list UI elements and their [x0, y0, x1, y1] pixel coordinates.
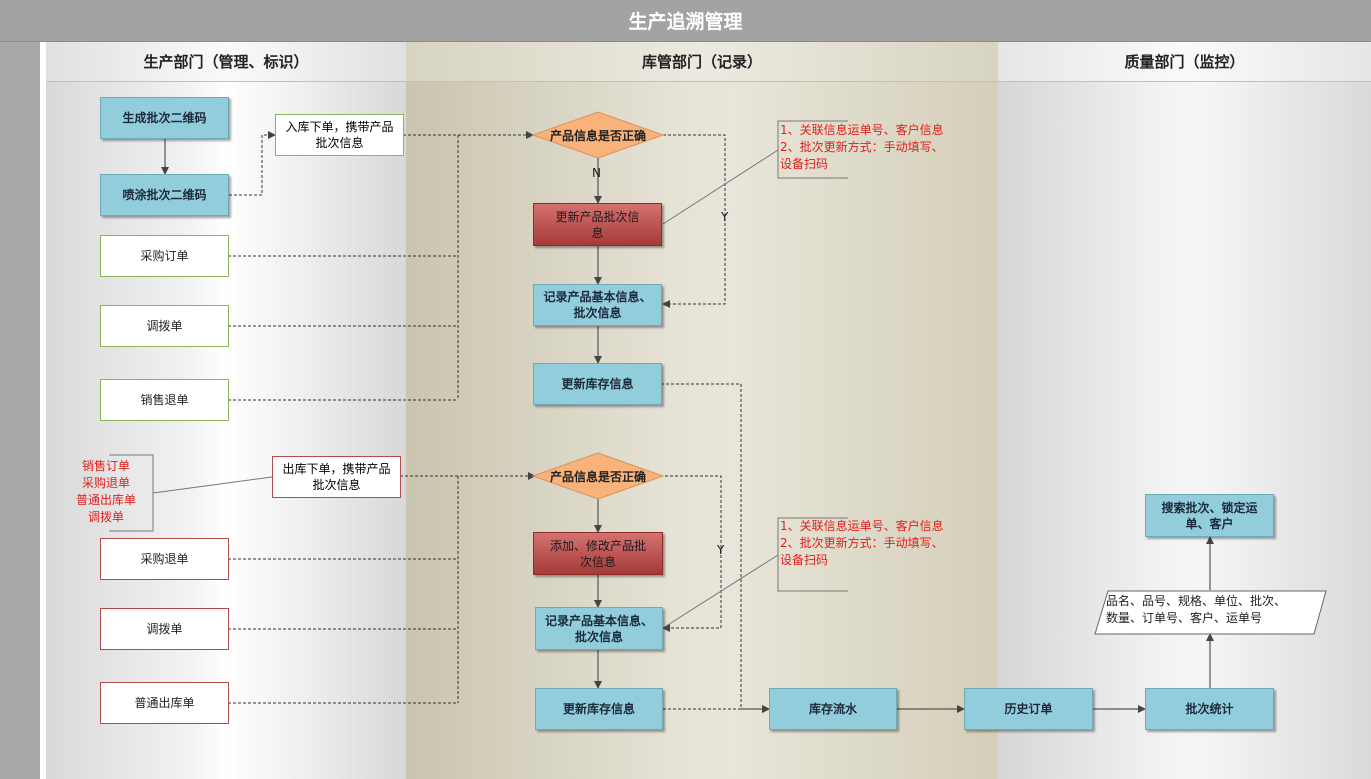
check-out-label: 产品信息是否正确: [549, 469, 646, 484]
red-note-1-line: 2、批次更新方式：手动填写、: [780, 140, 944, 154]
normal-out-node[interactable]: 普通出库单: [100, 682, 229, 724]
fields-line: 数量、订单号、客户、运单号: [1106, 611, 1263, 625]
fields-line: 品名、品号、规格、单位、批次、: [1106, 594, 1287, 608]
record-out-node[interactable]: 记录产品基本信息、批次信息: [535, 607, 663, 650]
callout-line-1: [662, 149, 779, 225]
update-stock-in-node[interactable]: 更新库存信息: [533, 363, 662, 405]
label-y-out: Y: [717, 543, 725, 557]
fields-label: 品名、品号、规格、单位、批次、 数量、订单号、客户、运单号: [1106, 593, 1286, 627]
parallelogram-fields: [1094, 590, 1327, 635]
red-note-2-line: 1、关联信息运单号、客户信息: [780, 519, 944, 533]
transfer-out-node[interactable]: 调拨单: [100, 608, 229, 650]
search-node[interactable]: 搜索批次、锁定运单、客户: [1145, 494, 1274, 537]
outbound-source-item: 采购退单: [81, 476, 130, 490]
modify-batch-node[interactable]: 添加、修改产品批次信息: [533, 532, 663, 575]
history-orders-node[interactable]: 历史订单: [964, 688, 1093, 730]
outbound-sources-note: 销售订单 采购退单 普通出库单 调拨单: [60, 458, 152, 526]
lane-header-production: 生产部门（管理、标识）: [46, 42, 406, 82]
left-margin-bar: [0, 42, 43, 779]
red-note-2: 1、关联信息运单号、客户信息 2、批次更新方式：手动填写、 设备扫码: [780, 518, 944, 569]
batch-stats-node[interactable]: 批次统计: [1145, 688, 1274, 730]
inbound-note: 入库下单，携带产品批次信息: [275, 114, 404, 156]
red-note-1-line: 1、关联信息运单号、客户信息: [780, 123, 944, 137]
outbound-source-item: 普通出库单: [75, 493, 136, 507]
update-batch-node[interactable]: 更新产品批次信息: [533, 203, 662, 246]
lane-quality: 质量部门（监控）: [998, 42, 1371, 779]
outbound-note: 出库下单，携带产品批次信息: [272, 456, 401, 498]
purchase-order-node[interactable]: 采购订单: [100, 235, 229, 277]
callout-line-outbound: [152, 476, 273, 494]
callout-bracket-2: [777, 517, 848, 592]
outbound-source-item: 销售订单: [81, 459, 130, 473]
transfer-in-node[interactable]: 调拨单: [100, 305, 229, 347]
spray-qr-node[interactable]: 喷涂批次二维码: [100, 174, 229, 216]
check-in-label: 产品信息是否正确: [549, 128, 646, 143]
edge-spray-to-inbound: [229, 131, 276, 196]
red-note-2-line: 设备扫码: [780, 553, 829, 567]
record-in-node[interactable]: 记录产品基本信息、批次信息: [533, 284, 662, 326]
edge-stock-in-to-flow: [661, 383, 770, 713]
sales-return-node[interactable]: 销售退单: [100, 379, 229, 421]
lane-header-quality: 质量部门（监控）: [998, 42, 1371, 82]
callout-bracket-1: [777, 120, 848, 179]
red-note-2-line: 2、批次更新方式：手动填写、: [780, 536, 944, 550]
lane-header-warehouse: 库管部门（记录）: [406, 42, 998, 82]
label-n: N: [592, 166, 601, 180]
label-y-in: Y: [721, 210, 729, 224]
edge-check-in-yes: [658, 134, 726, 308]
callout-line-2: [662, 554, 779, 629]
page-title: 生产追溯管理: [0, 0, 1371, 42]
diamond-check-in: [531, 111, 665, 159]
update-stock-out-node[interactable]: 更新库存信息: [535, 688, 663, 730]
gen-qr-node[interactable]: 生成批次二维码: [100, 97, 229, 139]
diamond-check-out: [531, 452, 665, 500]
purchase-return-node[interactable]: 采购退单: [100, 538, 229, 580]
stock-flow-node[interactable]: 库存流水: [769, 688, 897, 730]
outbound-source-item: 调拨单: [87, 510, 124, 524]
red-note-1: 1、关联信息运单号、客户信息 2、批次更新方式：手动填写、 设备扫码: [780, 122, 944, 173]
red-note-1-line: 设备扫码: [780, 157, 829, 171]
edge-check-out-yes: [655, 475, 722, 632]
lane-warehouse: 库管部门（记录）: [406, 42, 998, 779]
